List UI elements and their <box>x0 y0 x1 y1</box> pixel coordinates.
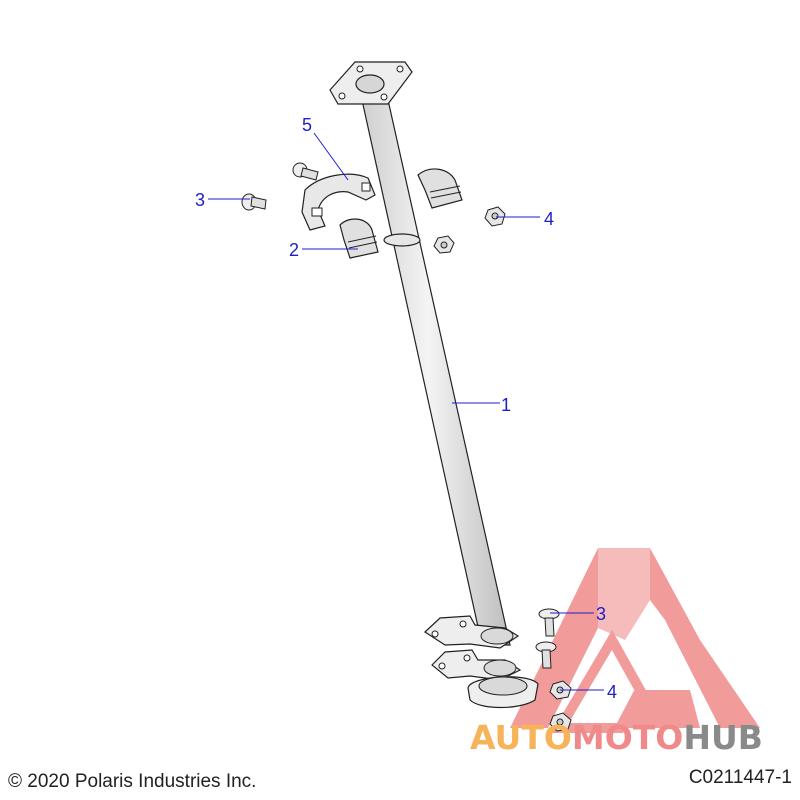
grommet-left <box>339 218 379 259</box>
diagram-id: C0211447-1 <box>688 767 792 788</box>
callout-3-upper: 3 <box>195 190 206 210</box>
callout-1: 1 <box>501 395 512 415</box>
clamp-bolt <box>292 162 319 181</box>
leader-lines <box>208 132 604 691</box>
bolt-lower-2 <box>535 641 557 669</box>
base-flange <box>467 676 539 709</box>
tube-clamp <box>301 173 376 231</box>
bolt-upper <box>241 193 267 211</box>
watermark-text: AUTOMOTOHUB <box>470 718 763 757</box>
watermark-logo <box>510 548 760 733</box>
bolt-lower-1 <box>538 608 560 637</box>
callout-3-lower: 3 <box>596 604 607 624</box>
copyright-text: © 2020 Polaris Industries Inc. <box>8 771 257 792</box>
hex-nut-mid <box>433 235 455 254</box>
callout-5: 5 <box>302 115 313 135</box>
lower-bracket-upper <box>424 615 520 649</box>
watermark-part-moto: MOTO <box>571 718 684 757</box>
top-mount-plate <box>329 61 413 105</box>
lower-bracket-lower <box>431 649 522 681</box>
callout-2: 2 <box>289 240 300 260</box>
watermark-part-auto: AUTO <box>470 718 572 757</box>
leader-line-5 <box>313 132 349 181</box>
watermark-part-hub: HUB <box>683 718 763 757</box>
nut-lower-2 <box>549 712 572 732</box>
callout-4-upper: 4 <box>544 209 555 229</box>
callout-4-lower: 4 <box>607 682 618 702</box>
grommet-right <box>417 168 463 209</box>
